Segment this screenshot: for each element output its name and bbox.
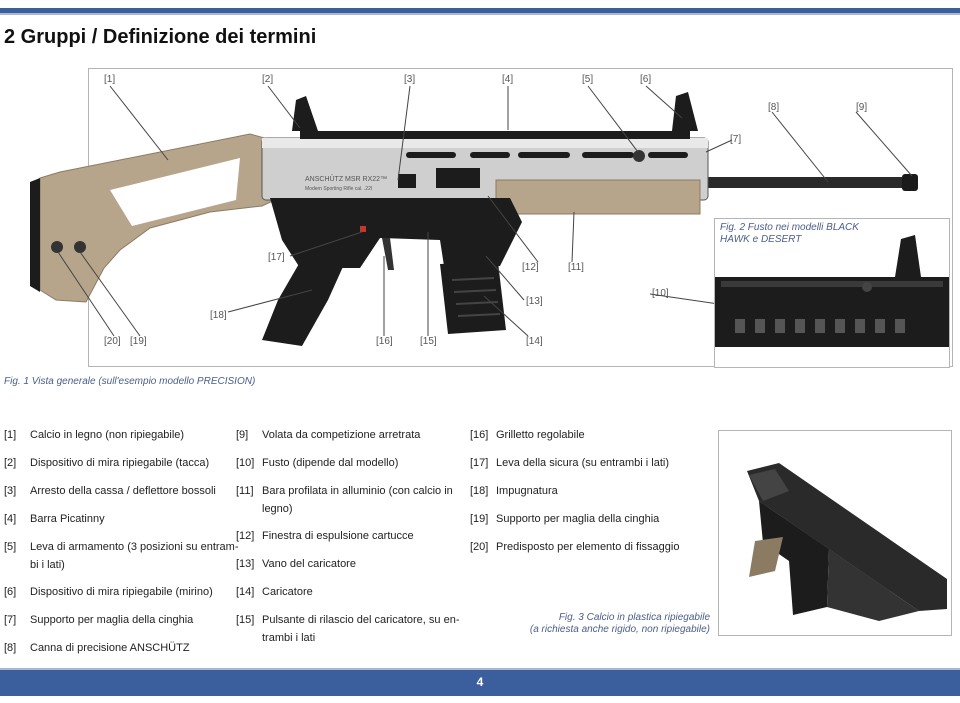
callout-17: [17] bbox=[268, 252, 285, 263]
callout-19: [19] bbox=[130, 336, 147, 347]
figure3-caption: Fig. 3 Calcio in plastica ripiegabile (a… bbox=[529, 612, 710, 635]
figure2-inset bbox=[714, 218, 950, 368]
picatinny-rail bbox=[300, 131, 690, 139]
callout-10: [10] bbox=[652, 288, 669, 299]
callout-13: [13] bbox=[526, 296, 543, 307]
callout-4: [4] bbox=[502, 74, 514, 85]
legend-column-3: [16]Grilletto regolabile [17]Leva della … bbox=[470, 429, 680, 553]
top-accent-bar bbox=[0, 8, 960, 13]
receiver-submarking: Modern Sporting Rifle cal. .22l bbox=[305, 186, 372, 192]
magazine bbox=[440, 262, 506, 334]
callout-20: [20] bbox=[104, 336, 121, 347]
figure1-caption: Fig. 1 Vista generale (sull'esempio mode… bbox=[4, 376, 256, 387]
legend-column-2: [9]Volata da competizione arretrata [10]… bbox=[236, 429, 460, 644]
ejection-port bbox=[436, 168, 480, 188]
callout-11: [11] bbox=[568, 262, 584, 273]
callout-9: [9] bbox=[856, 102, 868, 113]
figure3-frame bbox=[718, 430, 952, 636]
folding-stock-illustration bbox=[747, 463, 947, 621]
lower-receiver bbox=[270, 198, 522, 268]
barrel bbox=[700, 177, 918, 188]
callout-7: [7] bbox=[730, 134, 742, 145]
callout-3: [3] bbox=[404, 74, 416, 85]
callout-1: [1] bbox=[104, 74, 116, 85]
forend-detail-illustration bbox=[715, 235, 949, 347]
legend-column-1: [1]Calcio in legno (non ripiegabile) [2]… bbox=[4, 429, 239, 654]
callout-6: [6] bbox=[640, 74, 652, 85]
rear-sight bbox=[292, 96, 318, 131]
callout-12: [12] bbox=[522, 262, 539, 273]
page-title: 2 Gruppi / Definizione dei termini bbox=[4, 26, 317, 48]
callout-15: [15] bbox=[420, 336, 437, 347]
callout-2: [2] bbox=[262, 74, 274, 85]
footer-bar bbox=[0, 668, 960, 696]
callout-18: [18] bbox=[210, 310, 227, 321]
top-accent-line bbox=[0, 13, 960, 15]
front-sight bbox=[672, 92, 698, 131]
forend bbox=[495, 179, 701, 215]
callout-14: [14] bbox=[526, 336, 543, 347]
callout-8: [8] bbox=[768, 102, 780, 113]
callout-5: [5] bbox=[582, 74, 594, 85]
receiver-marking: ANSCHÜTZ MSR RX22™ bbox=[305, 176, 388, 183]
callout-16: [16] bbox=[376, 336, 393, 347]
figure2-caption: Fig. 2 Fusto nei modelli BLACK HAWK e DE… bbox=[720, 222, 859, 245]
pistol-grip bbox=[262, 260, 346, 346]
page-number: 4 bbox=[476, 675, 484, 689]
